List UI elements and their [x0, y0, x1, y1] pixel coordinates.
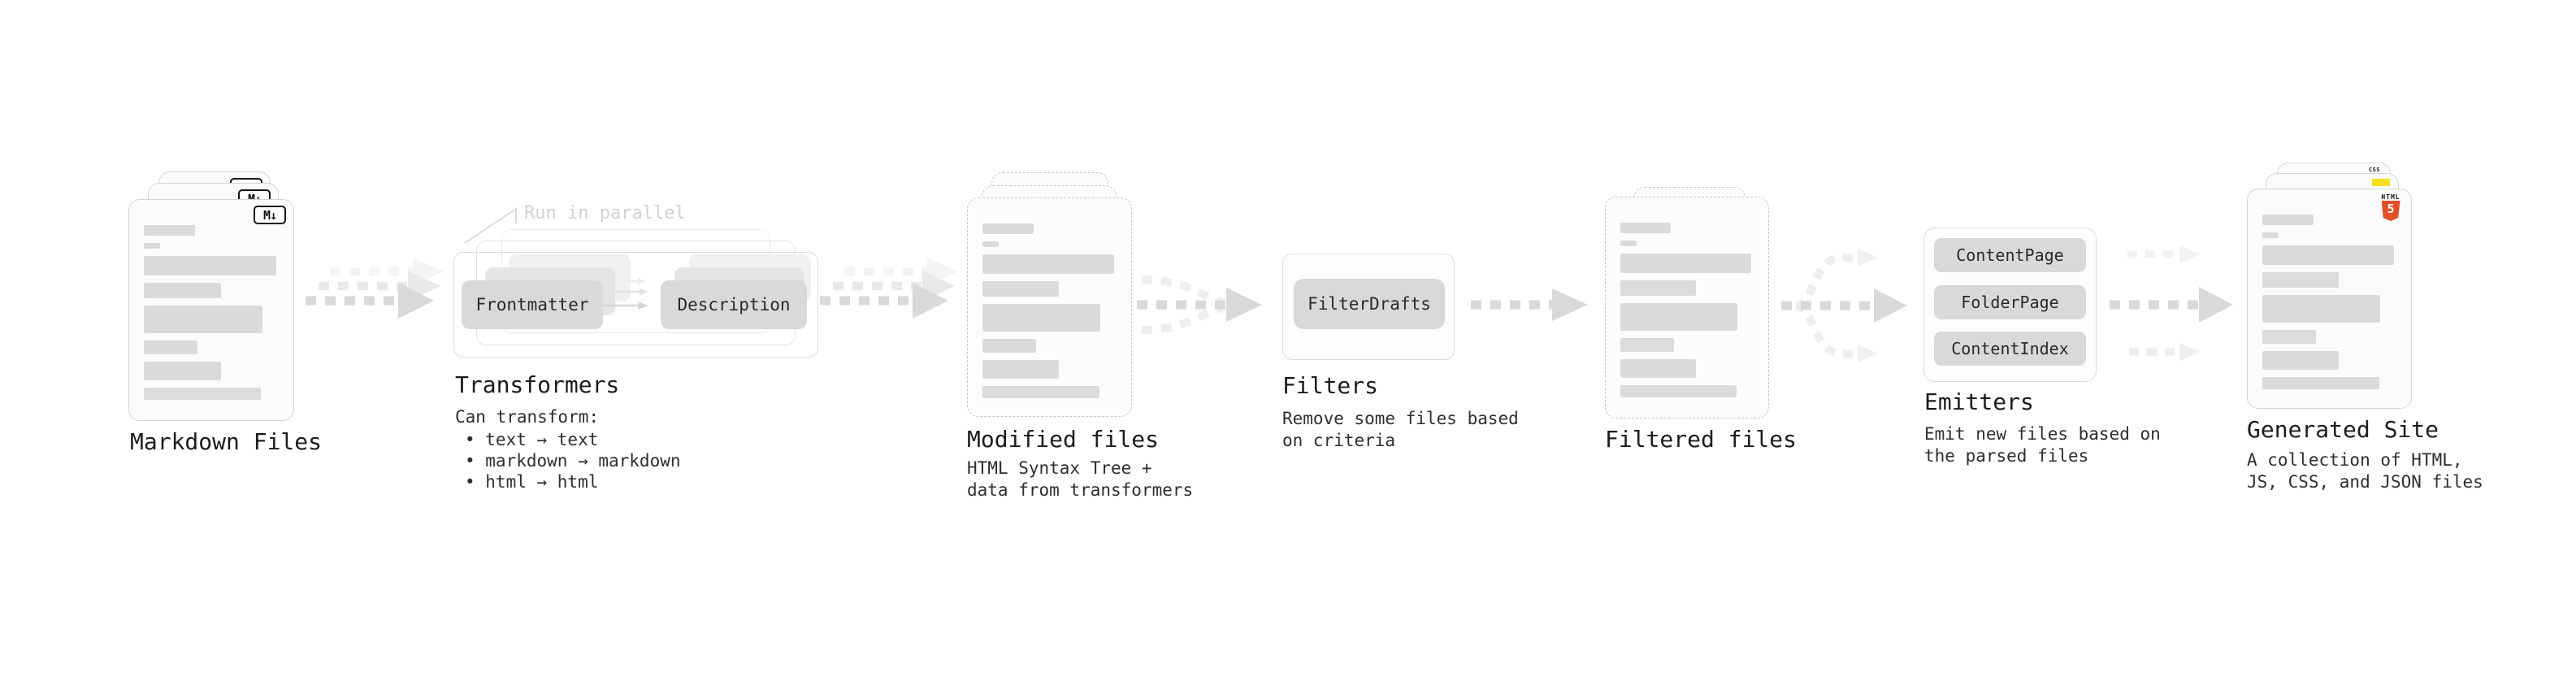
filters-desc: Remove some files based on criteria	[1282, 408, 1519, 452]
flow-arrow-transformers-to-modified	[820, 258, 958, 319]
modified-file-card-front	[967, 197, 1132, 417]
doc-text-placeholder	[2262, 215, 2396, 389]
placeholder-bar	[144, 283, 221, 298]
transformers-bullet: • text → text	[465, 430, 599, 449]
desc-line: data from transformers	[967, 480, 1194, 500]
placeholder-bar	[144, 243, 160, 249]
generated-site-desc: A collection of HTML, JS, CSS, and JSON …	[2247, 449, 2483, 493]
stage-title-filters: Filters	[1282, 372, 1379, 399]
placeholder-bar	[144, 225, 196, 236]
doc-text-placeholder	[144, 225, 279, 400]
placeholder-bar	[1620, 338, 1674, 352]
filtered-file-card-front	[1605, 197, 1769, 419]
desc-line: HTML Syntax Tree +	[967, 458, 1152, 478]
desc-line: Emit new files based on	[1924, 424, 2161, 444]
placeholder-bar	[982, 241, 999, 247]
frontmatter-pill: Frontmatter	[462, 280, 603, 329]
stage-title-markdown-files: Markdown Files	[130, 428, 323, 455]
stage-title-modified-files: Modified files	[967, 426, 1160, 453]
html5-shield: 5	[2381, 201, 2400, 221]
doc-text-placeholder	[982, 223, 1117, 398]
placeholder-bar	[144, 256, 276, 275]
flow-arrow-filters-to-filtered	[1471, 288, 1588, 321]
desc-line: Remove some files based	[1282, 409, 1519, 428]
run-in-parallel-note: Run in parallel	[524, 203, 686, 223]
placeholder-bar	[982, 223, 1034, 234]
generated-file-card-html: HTML 5	[2247, 189, 2412, 409]
placeholder-bar	[1620, 385, 1737, 397]
stage-title-generated-site: Generated Site	[2247, 416, 2439, 443]
emitters-desc: Emit new files based on the parsed files	[1924, 423, 2161, 467]
desc-line: JS, CSS, and JSON files	[2247, 472, 2483, 492]
desc-line: A collection of HTML,	[2247, 450, 2463, 470]
placeholder-bar	[1620, 254, 1751, 273]
stage-title-filtered-files: Filtered files	[1605, 426, 1798, 453]
desc-line: the parsed files	[1924, 446, 2089, 466]
placeholder-bar	[2262, 377, 2379, 389]
desc-line: on criteria	[1282, 431, 1396, 450]
placeholder-bar	[982, 281, 1060, 297]
placeholder-bar	[982, 360, 1060, 379]
description-pill: Description	[661, 280, 807, 329]
placeholder-bar	[1620, 241, 1637, 246]
note-leader-line	[464, 207, 517, 244]
placeholder-bar	[982, 339, 1036, 353]
markdown-icon: M↓	[254, 206, 286, 224]
markdown-file-card-front: M↓	[128, 199, 294, 421]
js-badge	[2372, 179, 2390, 186]
placeholder-bar	[144, 340, 198, 354]
html5-five: 5	[2387, 202, 2395, 216]
placeholder-bar	[1620, 359, 1697, 378]
placeholder-bar	[2262, 232, 2279, 238]
stage-title-transformers: Transformers	[455, 371, 620, 398]
flow-arrow-markdown-to-transformers	[306, 258, 444, 319]
transform-step-arrows	[600, 278, 648, 310]
contentpage-pill: ContentPage	[1934, 238, 2086, 272]
contentindex-pill: ContentIndex	[1934, 332, 2086, 366]
doc-text-placeholder	[1620, 223, 1754, 397]
placeholder-bar	[2262, 245, 2394, 265]
placeholder-bar	[1620, 223, 1672, 233]
transformers-bullet: • html → html	[465, 472, 599, 492]
placeholder-bar	[982, 304, 1101, 332]
flow-arrow-split-to-emitters	[1781, 249, 1907, 362]
filterdrafts-pill: FilterDrafts	[1294, 279, 1445, 329]
placeholder-bar	[2262, 351, 2340, 370]
folderpage-pill: FolderPage	[1934, 285, 2086, 319]
placeholder-bar	[1620, 303, 1738, 331]
placeholder-bar	[2262, 215, 2314, 225]
flow-arrow-merge-to-filters	[1137, 275, 1262, 334]
placeholder-bar	[982, 386, 1099, 398]
html5-icon: HTML 5	[2380, 193, 2401, 221]
placeholder-bar	[144, 388, 262, 400]
placeholder-bar	[144, 362, 221, 380]
html5-wordmark: HTML	[2381, 193, 2400, 201]
placeholder-bar	[2262, 330, 2316, 344]
transformers-desc-heading: Can transform:	[455, 407, 600, 427]
modified-files-desc: HTML Syntax Tree + data from transformer…	[967, 458, 1193, 501]
placeholder-bar	[1620, 280, 1697, 296]
transformers-bullet: • markdown → markdown	[465, 451, 681, 471]
placeholder-bar	[2262, 295, 2381, 323]
flow-arrows-emitters-to-generated	[2110, 245, 2233, 361]
stage-title-emitters: Emitters	[1924, 388, 2034, 415]
transformer-frame-front	[453, 252, 818, 358]
css-badge-label: CSS	[2368, 167, 2381, 173]
placeholder-bar	[2262, 272, 2340, 288]
placeholder-bar	[982, 254, 1114, 274]
placeholder-bar	[144, 306, 263, 333]
